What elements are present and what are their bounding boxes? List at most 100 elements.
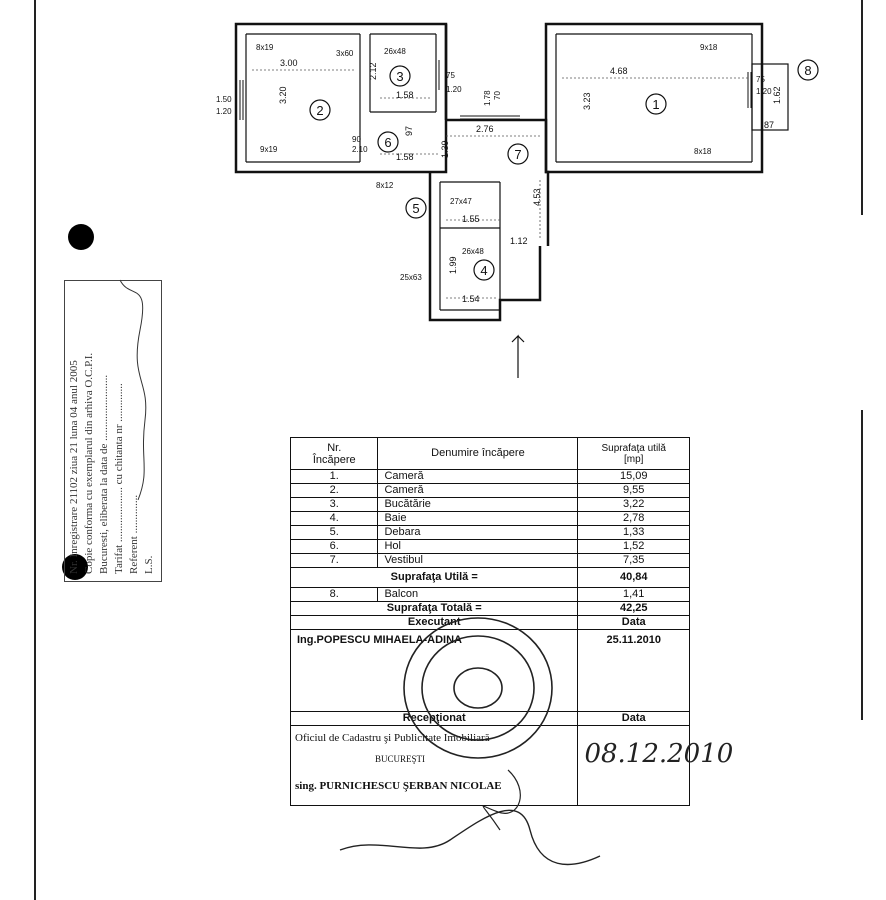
row-name: Bucătărie — [377, 497, 579, 512]
dim-room7-corridor: 1.12 — [510, 236, 528, 246]
right-page-edge-top — [861, 0, 863, 215]
room-7-number: 7 — [514, 147, 521, 162]
util-area-row: Suprafaţa Utilă = 40,84 — [289, 567, 690, 588]
row-nr: 3. — [289, 497, 379, 512]
receptionat-date-label: Data — [577, 711, 690, 726]
dim-room7-height: 1.39 — [440, 140, 450, 158]
balcony-row: 8. Balcon 1,41 — [289, 587, 690, 602]
dim-room2-height: 3.20 — [278, 86, 288, 104]
balcony-nr: 8. — [289, 587, 379, 602]
room-1-number: 1 — [652, 97, 659, 112]
room-5-circle — [405, 197, 427, 219]
dim-room6-width: 1.58 — [396, 152, 414, 162]
dim-room7-width: 2.76 — [476, 124, 494, 134]
dim-room7-length: 4.53 — [532, 188, 542, 206]
row-nr: 7. — [289, 553, 379, 568]
row-area: 1,52 — [577, 539, 690, 554]
row-nr: 6. — [289, 539, 379, 554]
opening-label: 25x63 — [400, 273, 422, 282]
col-header-area: Suprafaţa utilă [mp] — [577, 437, 690, 470]
room-5-number: 5 — [412, 201, 419, 216]
row-nr: 4. — [289, 511, 379, 526]
office-name: Oficiul de Cadastru şi Publicitate Imobi… — [295, 732, 490, 744]
room-2-circle — [309, 99, 331, 121]
total-area-label: Suprafaţa Totală = — [289, 601, 579, 616]
row-area: 1,33 — [577, 525, 690, 540]
dim-room4-height: 1.99 — [448, 256, 458, 274]
util-area-value: 40,84 — [577, 567, 690, 588]
util-area-label: Suprafaţa Utilă = — [289, 567, 579, 588]
room-3-number: 3 — [396, 69, 403, 84]
col-header-nr: Nr. Încăpere — [289, 437, 379, 470]
opening-label: 1.20 — [756, 87, 772, 96]
registration-stamp: Nr. Inregistrare 21102 ziua 21 luna 04 a… — [64, 280, 164, 582]
opening-label: 3x60 — [336, 49, 354, 58]
opening-label: 75 — [756, 75, 765, 84]
room-8-circle — [797, 59, 819, 81]
row-area: 3,22 — [577, 497, 690, 512]
opening-label: 26x48 — [384, 47, 406, 56]
opening-label: 9x18 — [700, 43, 718, 52]
opening-label: 8x18 — [694, 147, 712, 156]
opening-label: 75 — [446, 71, 455, 80]
opening-label: 26x48 — [462, 247, 484, 256]
row-nr: 2. — [289, 483, 379, 498]
dim-room4-width: 1.54 — [462, 294, 480, 304]
opening-label: 1.20 — [216, 107, 232, 116]
room-area-table: Nr. Încăpere Denumire încăpere Suprafaţa… — [289, 437, 733, 806]
room-6-circle — [377, 131, 399, 153]
dim-room1-width: 4.68 — [610, 66, 628, 76]
dim-room6-height: 97 — [404, 126, 414, 136]
dim-room5-width: 1.55 — [462, 214, 480, 224]
handwritten-date: 08.12.2010 — [584, 739, 734, 769]
stamp-line-3: Bucuresti, eliberata la data de ........… — [98, 374, 110, 574]
executant-date-label: Data — [577, 615, 690, 630]
room-4-number: 4 — [480, 263, 487, 278]
opening-label: 8x19 — [256, 43, 274, 52]
balcony-area: 1,41 — [577, 587, 690, 602]
total-area-row: Suprafaţa Totală = 42,25 — [289, 601, 690, 616]
row-name: Cameră — [377, 483, 579, 498]
room-7-circle — [507, 143, 529, 165]
opening-label: 1.50 — [216, 95, 232, 104]
opening-label: 1.78 — [483, 90, 492, 106]
dim-room3-width: 1.58 — [396, 90, 414, 100]
room-3-circle — [389, 65, 411, 87]
row-name: Cameră — [377, 469, 579, 484]
executant-row: Ing.POPESCU MIHAELA-ADINA 25.11.2010 — [289, 629, 690, 712]
stamp-line-4: Tarifat .................... cu chitanta… — [113, 383, 125, 574]
room-8-number: 8 — [804, 63, 811, 78]
left-page-edge — [34, 0, 36, 900]
stamp-line-6: L.S. — [143, 555, 155, 574]
executant-name: Ing.POPESCU MIHAELA-ADINA — [289, 629, 579, 712]
room-2-number: 2 — [316, 103, 323, 118]
dim-balcony-width: 87 — [764, 120, 774, 130]
binder-hole-top — [68, 224, 94, 250]
executant-date: 25.11.2010 — [577, 629, 690, 712]
office-city: BUCUREŞTI — [375, 754, 426, 764]
office-signatory: sing. PURNICHESCU ŞERBAN NICOLAE — [295, 780, 502, 792]
opening-label: 70 — [493, 91, 502, 100]
binder-hole-bottom — [62, 554, 88, 580]
dim-room3-height: 2.12 — [368, 62, 378, 80]
opening-label: 8x12 — [376, 181, 394, 190]
total-area-value: 42,25 — [577, 601, 690, 616]
row-nr: 5. — [289, 525, 379, 540]
row-name: Vestibul — [377, 553, 579, 568]
opening-label: 9x19 — [260, 145, 278, 154]
stamp-line-2: Copie conforma cu exemplarul din arhiva … — [83, 352, 95, 574]
row-area: 9,55 — [577, 483, 690, 498]
opening-label: 1.20 — [446, 85, 462, 94]
receptionat-label: Recepţionat — [289, 711, 579, 726]
row-name: Baie — [377, 511, 579, 526]
opening-label: 2.10 — [352, 145, 368, 154]
row-area: 7,35 — [577, 553, 690, 568]
right-page-edge-bottom — [861, 410, 863, 720]
receptionat-row: Oficiul de Cadastru şi Publicitate Imobi… — [289, 725, 733, 806]
opening-label: 27x47 — [450, 197, 472, 206]
